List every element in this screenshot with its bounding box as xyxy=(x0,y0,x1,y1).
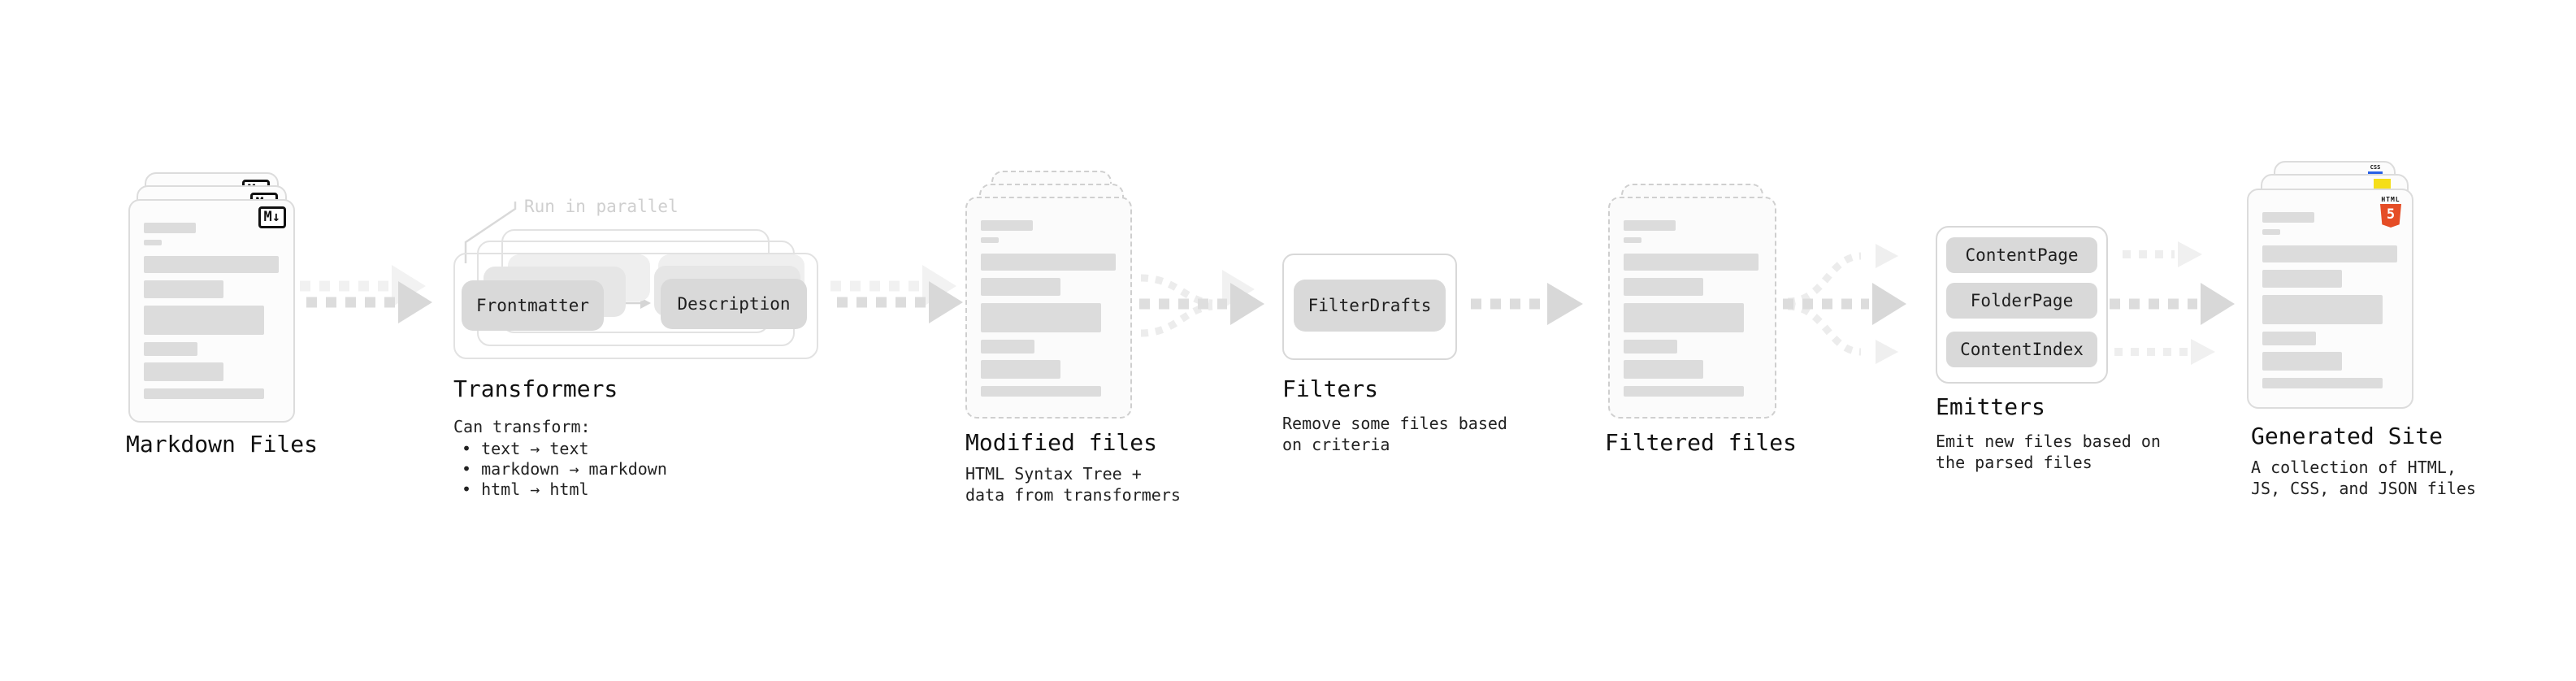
placeholder-bar xyxy=(2262,295,2383,324)
arrow-modified-to-filters-merge xyxy=(1139,270,1264,337)
generated-site-desc: A collection of HTML, JS, CSS, and JSON … xyxy=(2251,458,2476,498)
placeholder-bar xyxy=(2262,229,2280,235)
contentindex-pill: ContentIndex xyxy=(1946,332,2097,367)
filterdrafts-pill: FilterDrafts xyxy=(1294,280,1446,332)
markdown-files-label: Markdown Files xyxy=(126,431,319,458)
placeholder-bar xyxy=(981,386,1101,397)
placeholder-bar xyxy=(981,237,999,243)
placeholder-bar xyxy=(144,256,279,273)
placeholder-bar xyxy=(144,240,162,245)
transformers-desc-title: Can transform: xyxy=(453,417,591,436)
css-badge-underline xyxy=(2368,171,2383,174)
javascript-icon xyxy=(2374,179,2391,189)
placeholder-bar xyxy=(144,342,197,356)
markdown-icon: M↓ xyxy=(258,206,286,228)
bullet-item: • html → html xyxy=(462,479,589,499)
placeholder-bar xyxy=(2262,212,2314,223)
placeholder-bar xyxy=(1624,386,1744,397)
placeholder-bar xyxy=(1624,303,1744,332)
folderpage-pill: FolderPage xyxy=(1946,283,2097,319)
placeholder-bar xyxy=(2262,332,2316,345)
placeholder-bar xyxy=(144,362,223,381)
placeholder-bar xyxy=(2262,245,2397,262)
transformers-bullets: • text → text • markdown → markdown • ht… xyxy=(462,439,667,500)
placeholder-bar xyxy=(144,388,264,399)
placeholder-bar xyxy=(2262,270,2342,288)
placeholder-bar xyxy=(1624,237,1641,243)
file-card xyxy=(1608,197,1776,419)
filters-desc: Remove some files based on criteria xyxy=(1282,414,1507,454)
file-card xyxy=(965,197,1132,419)
placeholder-bar xyxy=(981,254,1116,271)
skeleton-text xyxy=(2262,212,2398,388)
filters-label: Filters xyxy=(1282,375,1379,402)
placeholder-bar xyxy=(981,278,1060,296)
arrow-filtered-to-emitters-diverge xyxy=(1783,244,1906,364)
bullet-item: • text → text xyxy=(462,439,589,458)
arrow-filters-to-filtered xyxy=(1471,283,1583,325)
file-card: M↓ xyxy=(128,199,295,423)
placeholder-bar xyxy=(981,360,1060,379)
skeleton-text xyxy=(144,223,280,399)
transformer-layer-front xyxy=(453,253,818,359)
placeholder-bar xyxy=(2262,352,2342,371)
run-in-parallel-note: Run in parallel xyxy=(524,197,679,216)
skeleton-text xyxy=(981,220,1117,397)
placeholder-bar xyxy=(981,340,1034,354)
contentpage-pill: ContentPage xyxy=(1946,237,2097,273)
placeholder-bar xyxy=(1624,220,1676,231)
emitters-desc: Emit new files based on the parsed files xyxy=(1936,432,2161,472)
css-badge-word: CSS xyxy=(2370,164,2381,171)
placeholder-bar xyxy=(1624,278,1703,296)
html5-badge-word: HTML xyxy=(2381,196,2400,203)
frontmatter-pill: Frontmatter xyxy=(462,280,604,331)
generated-site-label: Generated Site xyxy=(2251,423,2444,449)
description-pill: Description xyxy=(661,279,807,329)
placeholder-bar xyxy=(1624,254,1759,271)
placeholder-bar xyxy=(1624,340,1677,354)
placeholder-bar xyxy=(144,306,264,335)
placeholder-bar xyxy=(144,223,196,233)
css3-icon: CSS xyxy=(2368,165,2383,174)
placeholder-bar xyxy=(1624,360,1703,379)
placeholder-bar xyxy=(144,280,223,298)
bullet-item: • markdown → markdown xyxy=(462,459,667,479)
modified-files-label: Modified files xyxy=(965,429,1158,456)
transformers-label: Transformers xyxy=(453,375,618,402)
modified-files-desc: HTML Syntax Tree + data from transformer… xyxy=(965,464,1181,505)
placeholder-bar xyxy=(981,303,1101,332)
html5-badge-shield: 5 xyxy=(2380,204,2401,228)
arrow-markdown-to-transformers xyxy=(300,265,432,323)
skeleton-text xyxy=(1624,220,1761,397)
placeholder-bar xyxy=(981,220,1033,231)
emitters-label: Emitters xyxy=(1936,393,2045,420)
arrow-transformers-to-modified xyxy=(830,265,963,323)
file-card: HTML 5 xyxy=(2247,189,2413,409)
filtered-files-label: Filtered files xyxy=(1605,429,1798,456)
html5-icon: HTML 5 xyxy=(2379,196,2403,228)
arrows-emitters-to-site xyxy=(2110,241,2235,365)
placeholder-bar xyxy=(2262,378,2383,388)
